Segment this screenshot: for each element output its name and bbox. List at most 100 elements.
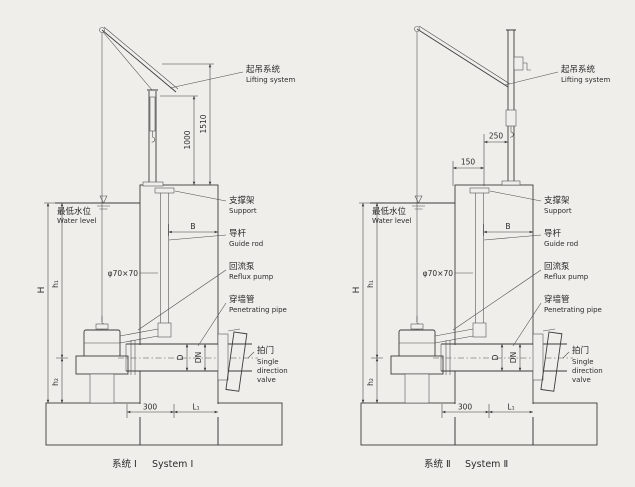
dim-300-label: 300 [143, 403, 158, 412]
system2-penetrating-pipe: D DN [433, 340, 573, 375]
support-bracket [469, 187, 490, 194]
dim-b-label: B [190, 222, 195, 231]
guide-claw [472, 322, 487, 338]
valve-label-zh: 拍门 [572, 345, 589, 356]
block-hook [510, 126, 514, 138]
pump-volute [390, 355, 444, 375]
guide-claw [157, 322, 172, 338]
water-level-en: Water level [372, 217, 412, 225]
valve-label-en1: Single [572, 358, 594, 366]
system1-guide-size: φ70×70 [108, 269, 158, 278]
system2-reflux-pump [390, 316, 487, 404]
system2-diagram: 250 150 B φ70×70 最低水位 Water level [352, 25, 610, 446]
dim-l1-label: L₁ [192, 403, 199, 412]
system2-b-dimension: B [483, 221, 533, 236]
dim-1510-label: 1510 [199, 114, 208, 133]
system1-base-dimensions: 300 L₁ [115, 403, 223, 418]
system1-crane-dimensions: 1510 1000 [160, 63, 214, 185]
pipe-label-en: Penetrating pipe [229, 306, 287, 314]
reflux-label-zh: 回流泵 [229, 261, 255, 272]
system1-lifting-crane [99, 26, 179, 329]
system2-guide-size: φ70×70 [423, 269, 473, 278]
valve-plate [540, 331, 563, 392]
pump-volute [75, 355, 129, 375]
pump-lifting-bracket [95, 323, 109, 330]
dim-h-label: H [352, 287, 362, 294]
dim-h2-label: h₂ [51, 378, 60, 386]
system1-b-dimension: B [168, 221, 218, 236]
water-level-symbol [414, 195, 423, 204]
system2-lifting-crane [414, 25, 531, 329]
valve-plate [225, 331, 248, 392]
lifting-label-zh: 起吊系统 [561, 64, 596, 75]
reflux-label-en: Reflux pump [544, 273, 589, 281]
support-label-en: Support [544, 207, 572, 215]
system1-reflux-pump [75, 316, 172, 404]
valve-frame [217, 333, 229, 381]
system2-guide-rod [469, 187, 490, 334]
mast-base-plate [142, 181, 164, 187]
support-label-en: Support [229, 207, 257, 215]
captions: 系统 Ⅰ System Ⅰ 系统 Ⅱ System Ⅱ [112, 458, 508, 470]
lifting-label-en: Lifting system [561, 76, 610, 84]
pump-pedestal [404, 373, 430, 404]
pipe-label-en: Penetrating pipe [544, 306, 602, 314]
system2-base-dimensions: 300 L₁ [430, 403, 538, 418]
chain-hook [151, 131, 156, 143]
dim-h1-label: h₁ [366, 280, 375, 288]
system1-caption-en: System Ⅰ [152, 459, 193, 470]
lifting-label-zh: 起吊系统 [246, 64, 281, 75]
valve-label-en2: direction [572, 367, 603, 375]
dim-1000-label: 1000 [183, 130, 192, 149]
reflux-label-zh: 回流泵 [544, 261, 570, 272]
boom-pulley [99, 27, 105, 33]
water-level-en: Water level [57, 217, 97, 225]
guide-label-en: Guide rod [229, 240, 263, 248]
pump-lifting-bracket [410, 323, 424, 330]
dim-300-label: 300 [458, 403, 473, 412]
dim-h1-label: h₁ [51, 280, 60, 288]
pipe-label-zh: 穿墙管 [229, 294, 255, 305]
dim-d-label: D [176, 354, 185, 360]
guide-label-zh: 导杆 [544, 228, 562, 239]
water-level-zh: 最低水位 [57, 206, 92, 217]
system1-guide-rod [154, 187, 175, 334]
dim-dn-label: DN [509, 352, 518, 363]
hoist-block [505, 109, 517, 127]
guide-label-zh: 导杆 [229, 228, 247, 239]
valve-label-en3: valve [257, 376, 276, 384]
dim-l1-label: L₁ [507, 403, 514, 412]
dim-150-label: 150 [461, 158, 476, 167]
lifting-label-en: Lifting system [246, 76, 295, 84]
valve-frame [532, 333, 544, 381]
boom-pulley [414, 26, 420, 32]
pipe-label-zh: 穿墙管 [544, 294, 570, 305]
system1-leader-labels: 起吊系统 Lifting system 支撑架 Support 导杆 Guide… [137, 64, 295, 347]
pump-pedestal [89, 373, 115, 404]
dim-h-label: H [37, 287, 47, 294]
system1-caption-zh: 系统 Ⅰ [112, 458, 137, 470]
guide-size-label: φ70×70 [423, 269, 454, 278]
support-label-zh: 支撑架 [229, 195, 255, 206]
guide-label-en: Guide rod [544, 240, 578, 248]
guide-size-label: φ70×70 [108, 269, 139, 278]
mast-base-plate [501, 180, 521, 186]
valve-label-en1: Single [257, 358, 279, 366]
system2-flap-valve: 拍门 Single direction valve [532, 328, 603, 392]
dim-250-label: 250 [489, 132, 504, 141]
reflux-label-en: Reflux pump [229, 273, 274, 281]
pump-motor-body [398, 329, 436, 358]
system1-diagram: 1510 1000 B φ70×70 最低水位 Water [37, 26, 295, 446]
water-level-symbol [99, 195, 108, 204]
system1-height-dimensions: H h₁ h₂ [37, 202, 68, 403]
system2-crane-dimensions: 250 150 [452, 132, 508, 186]
dim-b-label: B [505, 222, 510, 231]
support-label-zh: 支撑架 [544, 195, 570, 206]
system2-leader-labels: 起吊系统 Lifting system 支撑架 Support 导杆 Guide… [452, 64, 610, 347]
valve-label-en3: valve [572, 376, 591, 384]
dim-dn-label: DN [194, 352, 203, 363]
valve-label-zh: 拍门 [257, 345, 274, 356]
system2-caption-en: System Ⅱ [465, 459, 508, 470]
